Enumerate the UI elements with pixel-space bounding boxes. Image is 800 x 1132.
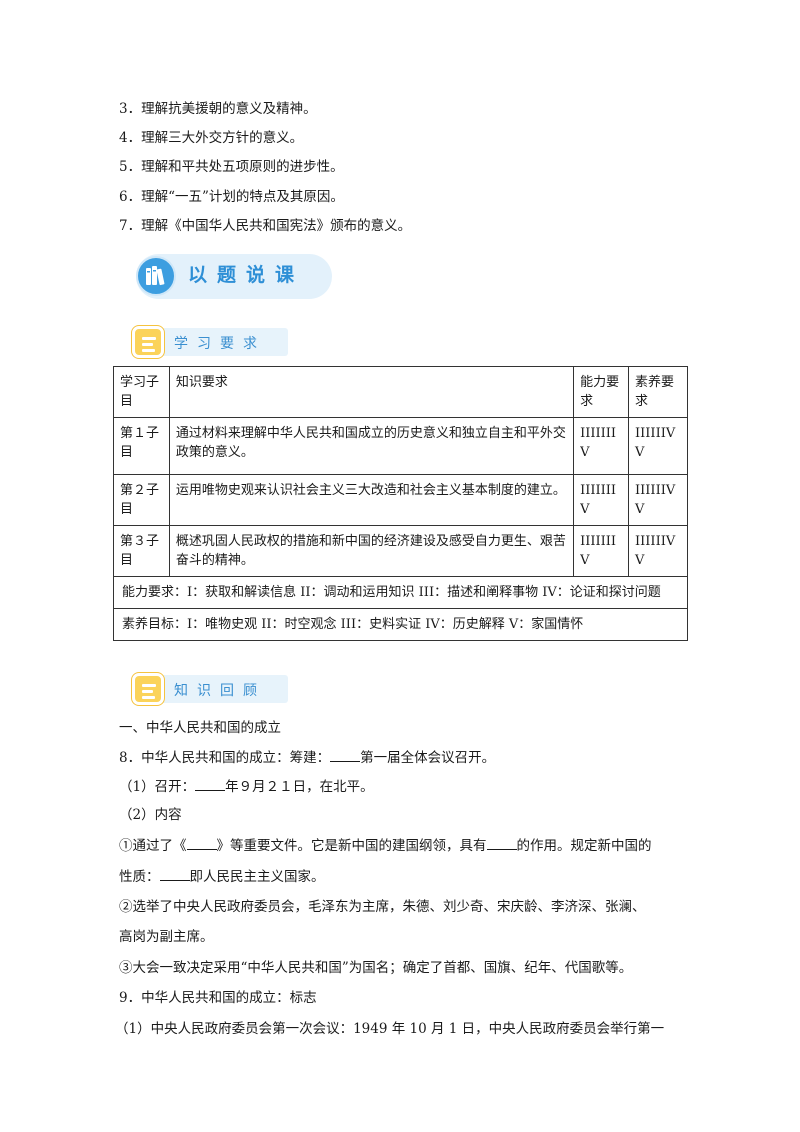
requirements-table: 学习子目 知识要求 能力要求 素养要求 第１子目 通过材料来理解中华人民共和国成… — [113, 366, 688, 641]
objective-7: 7．理解《中国华人民共和国宪法》颁布的意义。 — [119, 218, 412, 234]
table-cell: IIIIIIIV — [573, 525, 630, 577]
content-1: ①通过了《》等重要文件。它是新中国的建国纲领，具有的作用。规定新中国的 — [119, 835, 652, 856]
point-1: （1）召开：年９月２１日，在北平。 — [119, 776, 374, 797]
fill-blank — [186, 835, 217, 850]
table-cell: 第１子目 — [113, 417, 170, 475]
table-row: 第１子目 通过材料来理解中华人民共和国成立的历史意义和独立自主和平外交政策的意义… — [113, 417, 688, 475]
section-banner: 以题说课 — [136, 254, 332, 299]
table-row: 第２子目 运用唯物史观来认识社会主义三大改造和社会主义基本制度的建立。 IIII… — [113, 474, 688, 526]
header-cell: 知识要求 — [168, 366, 575, 418]
fill-blank — [486, 835, 517, 850]
objective-4: 4．理解三大外交方针的意义。 — [119, 130, 304, 146]
table-cell: 概述巩固人民政权的措施和新中国的经济建设及感受自力更生、艰苦奋斗的精神。 — [168, 525, 575, 577]
table-cell: 运用唯物史观来认识社会主义三大改造和社会主义基本制度的建立。 — [168, 474, 575, 526]
content-3: ③大会一致决定采用“中华人民共和国”为国名；确定了首都、国旗、纪年、代国歌等。 — [119, 960, 633, 976]
header-cell: 素养要求 — [628, 366, 688, 418]
table-cell: 第３子目 — [113, 525, 170, 577]
books-icon — [136, 256, 176, 296]
header-cell: 能力要求 — [573, 366, 630, 418]
table-cell: IIIIIIIV — [573, 417, 630, 475]
literacy-note: 素养目标：I：唯物史观 II：时空观念 III：史料实证 IV：历史解释 V：家… — [113, 608, 688, 641]
banner-title: 以题说课 — [188, 264, 305, 286]
header-cell: 学习子目 — [113, 366, 170, 418]
table-cell: 第２子目 — [113, 474, 170, 526]
question-8: 8．中华人民共和国的成立：筹建：第一届全体会议召开。 — [119, 747, 495, 768]
ability-note: 能力要求：I：获取和解读信息 II：调动和运用知识 III：描述和阐释事物 IV… — [113, 576, 688, 609]
notepad-icon — [132, 673, 164, 705]
content-2-cont: 高岗为副主席。 — [119, 929, 214, 945]
table-row: 能力要求：I：获取和解读信息 II：调动和运用知识 III：描述和阐释事物 IV… — [113, 576, 688, 609]
table-row: 素养目标：I：唯物史观 II：时空观念 III：史料实证 IV：历史解释 V：家… — [113, 608, 688, 641]
section-tag-requirements: 学习要求 — [132, 326, 288, 358]
table-row: 第３子目 概述巩固人民政权的措施和新中国的经济建设及感受自力更生、艰苦奋斗的精神… — [113, 525, 688, 577]
question-9: 9．中华人民共和国的成立：标志 — [119, 990, 317, 1006]
objective-3: 3．理解抗美援朝的意义及精神。 — [119, 101, 317, 117]
fill-blank — [330, 747, 361, 762]
content-2: ②选举了中央人民政府委员会，毛泽东为主席，朱德、刘少奇、宋庆龄、李济深、张澜、 — [119, 899, 646, 915]
section-title: 学习要求 — [174, 336, 266, 352]
point-2: （2）内容 — [119, 807, 182, 823]
fill-blank — [195, 776, 226, 791]
content-1-cont: 性质：即人民民主主义国家。 — [119, 866, 325, 887]
table-cell: IIIIIIVV — [628, 474, 688, 526]
fill-blank — [159, 866, 190, 881]
notepad-icon — [132, 326, 164, 358]
table-cell: 通过材料来理解中华人民共和国成立的历史意义和独立自主和平外交政策的意义。 — [168, 417, 575, 475]
section-title: 知识回顾 — [174, 683, 266, 699]
objective-6: 6．理解“一五”计划的特点及其原因。 — [119, 189, 344, 205]
review-heading: 一、中华人民共和国的成立 — [119, 720, 281, 736]
question-9-point-1: （1）中央人民政府委员会第一次会议：1949 年 10 月 1 日，中央人民政府… — [115, 1021, 665, 1037]
table-cell: IIIIIIVV — [628, 417, 688, 475]
table-cell: IIIIIIVV — [628, 525, 688, 577]
table-cell: IIIIIIIV — [573, 474, 630, 526]
section-tag-review: 知识回顾 — [132, 673, 288, 705]
objective-5: 5．理解和平共处五项原则的进步性。 — [119, 159, 344, 175]
table-header-row: 学习子目 知识要求 能力要求 素养要求 — [113, 366, 688, 418]
